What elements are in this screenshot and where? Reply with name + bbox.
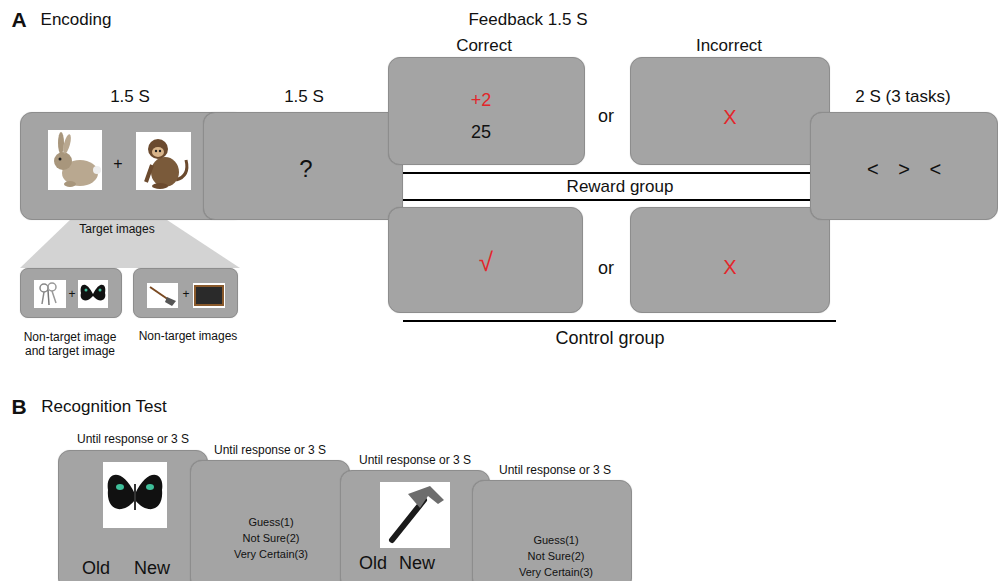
panel-title: Recognition Test	[41, 397, 166, 417]
screen-text: X	[723, 106, 736, 129]
outcome-label: Incorrect	[696, 36, 762, 56]
feedback-screen: +2 25	[388, 57, 585, 165]
image-caption: Target images	[79, 223, 154, 237]
example-screen: +	[20, 268, 122, 318]
or-label: or	[598, 258, 614, 279]
screen-text: Not Sure(2)	[528, 550, 585, 563]
distractor-screen: < > <	[810, 112, 998, 220]
duration-label: Until response or 3 S	[77, 433, 189, 447]
duration-label: Until response or 3 S	[499, 464, 611, 478]
panel-letter: B	[11, 395, 26, 419]
confidence-screen: Guess(1) Not Sure(2) Very Certain(3)	[190, 460, 350, 581]
screen-text: ?	[299, 155, 312, 183]
duration-label: Until response or 3 S	[214, 444, 326, 458]
group-label: Reward group	[567, 177, 674, 197]
screen-text: 25	[471, 122, 491, 143]
group-divider-lines-part	[403, 199, 836, 201]
screen-text: X	[723, 256, 736, 279]
screen-text: +	[68, 288, 75, 302]
screen-text: New	[399, 553, 435, 574]
screen-text: +	[182, 288, 189, 302]
image-caption: Non-target images	[139, 330, 238, 344]
panel-letter: A	[11, 8, 26, 32]
zoom-trapezoid	[20, 218, 240, 268]
phase-heading: Feedback 1.5 S	[468, 10, 587, 30]
screen-text: √	[479, 248, 493, 278]
feedback-screen: X	[630, 57, 830, 165]
screen-text: +2	[471, 90, 492, 111]
panel-title: Encoding	[41, 10, 112, 30]
screen-text: Guess(1)	[533, 534, 578, 547]
group-label: Control group	[555, 328, 664, 349]
recognition-screen: Old New	[58, 450, 208, 581]
example-screen: +	[133, 268, 238, 318]
screen-text: Very Certain(3)	[519, 566, 593, 579]
recognition-screen: Old New	[340, 470, 490, 581]
confidence-screen: Guess(1) Not Sure(2) Very Certain(3)	[472, 480, 632, 581]
screen-text: Very Certain(3)	[234, 548, 308, 561]
group-divider-lines-part	[403, 320, 836, 322]
screen-text: +	[113, 155, 122, 173]
duration-label: 1.5 S	[110, 87, 150, 107]
screen-text: Not Sure(2)	[243, 532, 300, 545]
screen-text: < > <	[867, 158, 941, 181]
or-label: or	[598, 106, 614, 127]
duration-label: 2 S (3 tasks)	[855, 87, 950, 107]
feedback-screen: √	[388, 207, 583, 313]
image-caption: Non-target image and target image	[14, 331, 126, 359]
screen-text: New	[134, 558, 170, 579]
zoom-trapezoid-part	[20, 218, 240, 268]
group-divider-lines-part	[403, 172, 836, 174]
screen-text: Guess(1)	[248, 516, 293, 529]
screen-text: Old	[82, 558, 110, 579]
response-screen: ?	[203, 112, 403, 220]
feedback-screen: X	[630, 207, 830, 313]
duration-label: Until response or 3 S	[359, 454, 471, 468]
screen-text: Old	[359, 553, 387, 574]
outcome-label: Correct	[456, 36, 512, 56]
duration-label: 1.5 S	[284, 87, 324, 107]
